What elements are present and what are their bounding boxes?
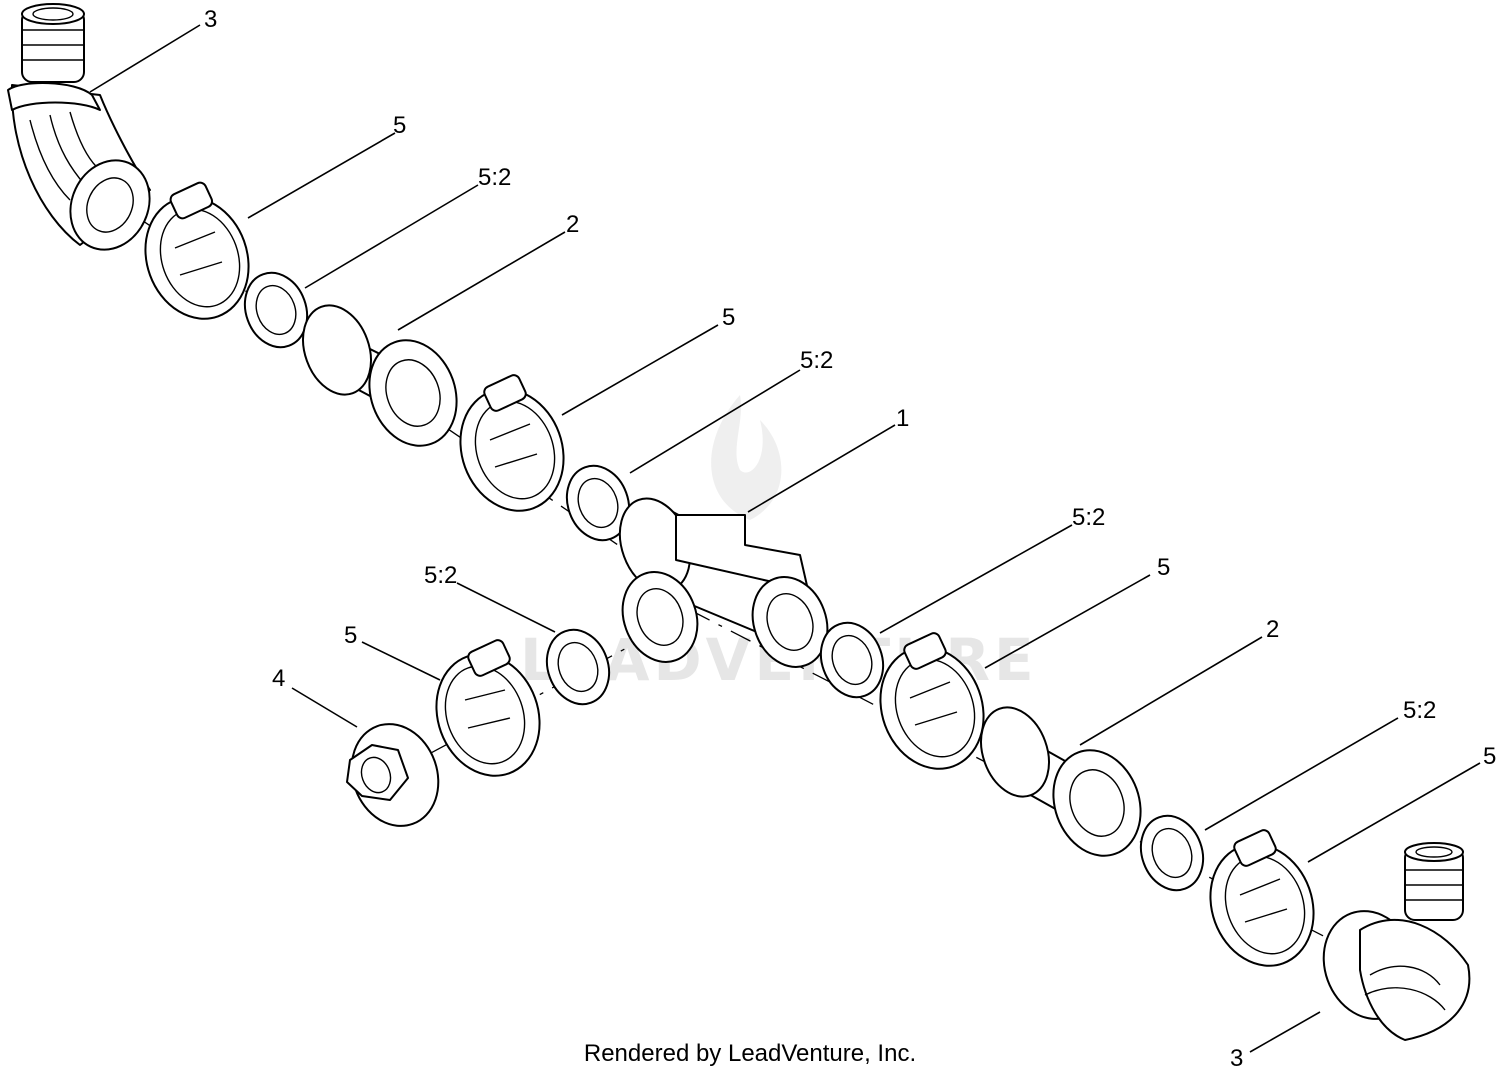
- callout-label-5-2-a: 5:2: [478, 164, 511, 191]
- part-spacer-1: [302, 304, 458, 447]
- part-tee-fitting: [618, 497, 829, 668]
- callout-label-5-2-e: 5:2: [1403, 697, 1436, 724]
- callout-label-1: 1: [896, 405, 909, 432]
- callout-label-3-top: 3: [204, 6, 217, 33]
- part-spacer-2: [980, 706, 1142, 857]
- part-washer-4: [819, 621, 885, 699]
- callout-label-5-2-d: 5:2: [424, 562, 457, 589]
- callout-labels: 3 5 5:2 2 5 5:2 1 5:2 5 5:2 5 4 2 5:2 5 …: [204, 6, 1496, 1072]
- callout-label-5-c: 5: [1157, 554, 1170, 581]
- part-clamp-4: [879, 632, 985, 770]
- part-clamp-5: [1209, 829, 1315, 967]
- part-elbow-fitting-top: [7, 3, 151, 251]
- callout-label-2-a: 2: [566, 211, 579, 238]
- part-washer-3: [545, 628, 611, 706]
- part-clamp-1: [144, 181, 250, 320]
- part-elbow-fitting-bottom: [1322, 842, 1471, 1041]
- callout-leaders: [89, 24, 1481, 1053]
- part-clamp-3: [435, 639, 541, 777]
- callout-label-3-bottom: 3: [1230, 1045, 1243, 1072]
- flame-logo-icon: [711, 395, 782, 520]
- part-washer-2: [565, 464, 631, 542]
- callout-label-5-b: 5: [722, 304, 735, 331]
- callout-label-4: 4: [272, 665, 285, 692]
- callout-label-2-b: 2: [1266, 616, 1279, 643]
- callout-label-5-2-c: 5:2: [1072, 504, 1105, 531]
- callout-label-5-d: 5: [344, 622, 357, 649]
- footer-credit: Rendered by LeadVenture, Inc.: [583, 1040, 917, 1067]
- part-plug: [346, 723, 440, 827]
- part-washer-1: [243, 271, 309, 349]
- callout-label-5-a: 5: [393, 112, 406, 139]
- callout-label-5-2-b: 5:2: [800, 347, 833, 374]
- part-clamp-2: [459, 374, 565, 512]
- callout-label-5-e: 5: [1483, 743, 1496, 770]
- part-washer-5: [1139, 814, 1205, 892]
